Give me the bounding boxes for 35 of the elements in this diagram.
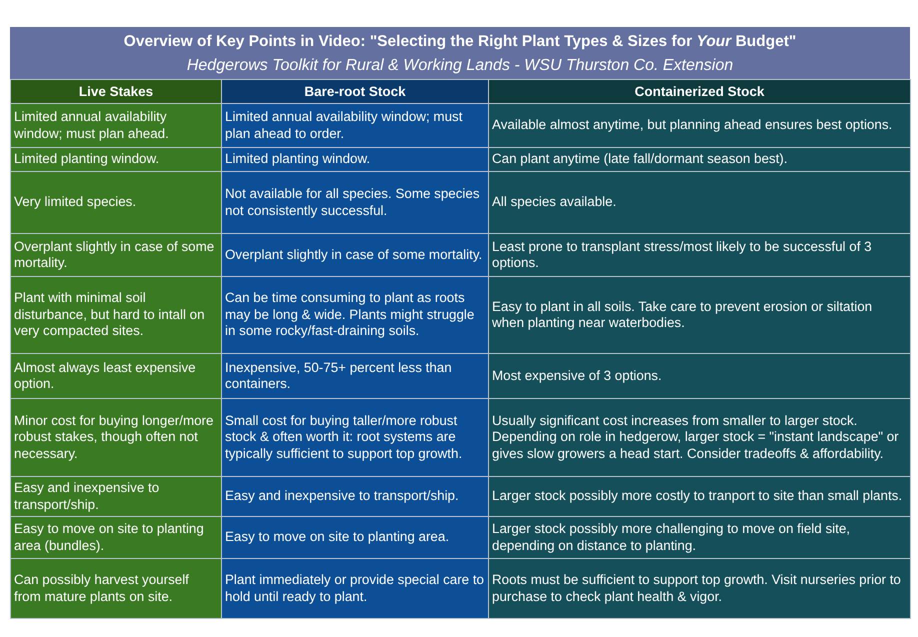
table-cell: Limited annual availability window; must plan ahead. [10,104,222,148]
table-cell: Small cost for buying taller/more robust stock & often worth it: root systems are typically sufficient to support top growth. [222,398,488,476]
table-cell: Limited planting window. [222,148,488,172]
table-cell: Very limited species. [10,172,222,234]
title: Overview of Key Points in Video: "Selecting the Right Plant Types & Sizes for Your Budget" [124,33,796,51]
table-cell: Easy and inexpensive to transport/ship. [10,476,222,516]
table-cell: Larger stock possibly more costly to tranport to site than small plants. [488,476,910,516]
table-cell: Can plant anytime (late fall/dormant season best). [488,148,910,172]
table-cell: Overplant slightly in case of some mortality. [222,234,488,276]
table-cell: Larger stock possibly more challenging to move on field site, depending on distance to planting. [488,516,910,558]
table-cell: Easy and inexpensive to transport/ship. [222,476,488,516]
table-cell: Overplant slightly in case of some mortality. [10,234,222,276]
table-cell: Inexpensive, 50-75+ percent less than containers. [222,354,488,398]
table-cell: Almost always least expensive option. [10,354,222,398]
table-cell: Available almost anytime, but planning ahead ensures best options. [488,104,910,148]
subtitle: Hedgerows Toolkit for Rural & Working Lands - WSU Thurston Co. Extension [186,57,734,75]
table-cell: Easy to plant in all soils. Take care to prevent erosion or siltation when planting near waterbodies. [488,276,910,354]
table-cell: Most expensive of 3 options. [488,354,910,398]
table-cell: Not available for all species. Some species not consistently successful. [222,172,488,234]
table-cell: Least prone to transplant stress/most likely to be successful of 3 options. [488,234,910,276]
table-cell: Limited planting window. [10,148,222,172]
table-cell: Can be time consuming to plant as roots may be long & wide. Plants might struggle in some rocky/fast-draining soils. [222,276,488,354]
table-cell: Easy to move on site to planting area. [222,516,488,558]
table-cell: Easy to move on site to planting area (bundles). [10,516,222,558]
table-cell: Roots must be sufficient to support top growth. Visit nurseries prior to purchase to check plant health & vigor. [488,558,910,618]
table-cell: Limited annual availability window; must plan ahead to order. [222,104,488,148]
column-header: Live Stakes [10,80,222,104]
column-header: Bare-root Stock [222,80,488,104]
table-cell: Minor cost for buying longer/more robust stakes, though often not necessary. [10,398,222,476]
table-cell: Plant with minimal soil disturbance, but hard to intall on very compacted sites. [10,276,222,354]
table-cell: Usually significant cost increases from smaller to larger stock. Depending on role in hedgerow, larger stock = "instant landscape" or gives slow growers a head start. Consider tradeoffs & affordability. [488,398,910,476]
table-cell: Can possibly harvest yourself from mature plants on site. [10,558,222,618]
table-cell: Plant immediately or provide special care to hold until ready to plant. [222,558,488,618]
column-header: Containerized Stock [488,80,910,104]
table-cell: All species available. [488,172,910,234]
